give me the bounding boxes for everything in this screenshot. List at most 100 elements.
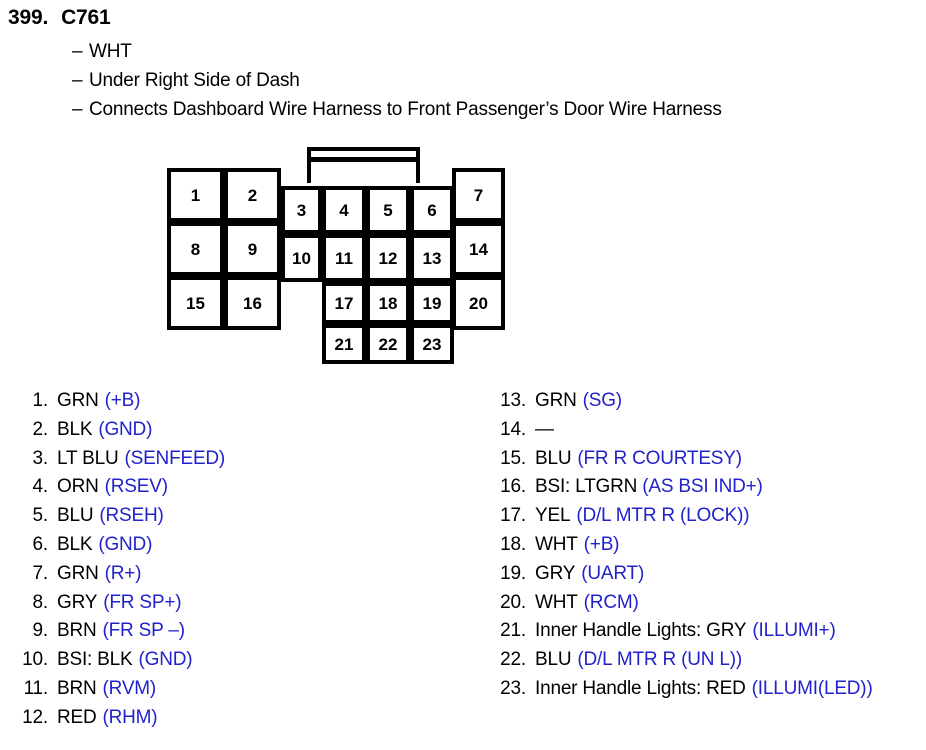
pin-list-item: 17. YEL(D/L MTR R (LOCK)) bbox=[492, 505, 922, 534]
pin-list-left-column: 1.GRN(+B)2.BLK(GND)3.LT BLU(SENFEED)4.OR… bbox=[14, 390, 474, 736]
pin-list-item-signal: (+B) bbox=[583, 533, 620, 555]
connector-pin-4[interactable]: 4 bbox=[322, 186, 366, 234]
pin-list-item: 20.WHT(RCM) bbox=[492, 592, 922, 621]
header-bullet-text: Connects Dashboard Wire Harness to Front… bbox=[89, 99, 722, 120]
pin-list-item-wire-color: BLU bbox=[535, 649, 572, 671]
pin-list-item: 1. GRN(+B) bbox=[14, 390, 474, 419]
pin-list-item-signal: (RCM) bbox=[583, 591, 639, 613]
connector-pin-19[interactable]: 19 bbox=[410, 282, 454, 324]
pin-list-item-number: 2. bbox=[32, 418, 49, 440]
pin-list-item-wire-color: Inner Handle Lights: GRY bbox=[535, 620, 747, 642]
pin-list-item-wire-color: BLU bbox=[57, 505, 94, 527]
pin-list-item-number: 9. bbox=[32, 620, 49, 642]
pin-list-item: 21.Inner Handle Lights: GRY(ILLUMI+) bbox=[492, 620, 922, 649]
pin-list-item-wire-color: GRN bbox=[535, 390, 577, 411]
connector-pin-10[interactable]: 10 bbox=[281, 234, 322, 282]
pin-list-item-wire-color: GRY bbox=[535, 562, 576, 584]
bullet-dash-icon: – bbox=[72, 41, 83, 62]
pin-list-item-signal: (RHM) bbox=[102, 706, 158, 728]
pin-list-item-wire-color: LT BLU bbox=[57, 447, 119, 469]
pin-list-item-number: 14. bbox=[500, 418, 526, 440]
pin-list-item-signal: (SG) bbox=[582, 390, 623, 411]
connector-pin-15[interactable]: 15 bbox=[167, 276, 224, 330]
connector-pin-6[interactable]: 6 bbox=[410, 186, 454, 234]
pin-list-item-wire-color: GRY bbox=[57, 591, 98, 613]
pin-list-item-wire-color: YEL bbox=[535, 505, 571, 527]
pin-list-item-signal: (RVM) bbox=[102, 677, 157, 699]
pin-list-item: 11. BRN(RVM) bbox=[14, 678, 474, 707]
pin-list-item-wire-color: WHT bbox=[535, 533, 578, 555]
pin-list-item: 15.BLU(FR R COURTESY) bbox=[492, 448, 922, 477]
pin-list-item-number: 17. bbox=[500, 505, 526, 527]
pin-list-item-number: 12. bbox=[22, 706, 48, 728]
bullet-dash-icon: – bbox=[72, 99, 83, 120]
pin-list-item-signal: (FR SP –) bbox=[102, 620, 186, 642]
pin-list-item-wire-color: GRN bbox=[57, 390, 99, 411]
header-bullet-connects: –Connects Dashboard Wire Harness to Fron… bbox=[72, 99, 722, 121]
pin-list-item: 10.BSI: BLK(GND) bbox=[14, 649, 474, 678]
pin-list-item: 16. BSI: LTGRN (AS BSI IND+) bbox=[492, 476, 922, 505]
pin-list-item: 22. BLU(D/L MTR R (UN L)) bbox=[492, 649, 922, 678]
pin-list-item-signal: (GND) bbox=[138, 649, 193, 671]
pin-list-item-number: 5. bbox=[32, 505, 49, 527]
pin-list-item-wire-color: RED bbox=[57, 706, 97, 728]
pin-list-item-signal: (D/L MTR R (UN L)) bbox=[577, 649, 742, 671]
bullet-dash-icon: – bbox=[72, 70, 83, 91]
pin-list-item-number: 16. bbox=[500, 476, 526, 498]
pin-list-item-signal: (FR R COURTESY) bbox=[577, 447, 742, 469]
pin-list-item-wire-color: BRN bbox=[57, 677, 97, 699]
pin-list-item-signal: (GND) bbox=[98, 418, 153, 440]
pin-list-item: 12. RED(RHM) bbox=[14, 707, 474, 736]
pin-list-item-wire-color: Inner Handle Lights: RED bbox=[535, 677, 746, 699]
connector-locking-tab-icon bbox=[307, 147, 420, 183]
connector-pin-16[interactable]: 16 bbox=[224, 276, 281, 330]
pin-list-item: 8. GRY(FR SP+) bbox=[14, 592, 474, 621]
pin-list-item-signal: (+B) bbox=[104, 390, 141, 411]
connector-pin-18[interactable]: 18 bbox=[366, 282, 410, 324]
connector-pin-9[interactable]: 9 bbox=[224, 222, 281, 276]
pin-list-item-signal: (UART) bbox=[581, 562, 645, 584]
pin-list-item-number: 10. bbox=[22, 649, 48, 671]
connector-number: 399. bbox=[8, 6, 49, 29]
pin-list-item-wire-color: GRN bbox=[57, 562, 99, 584]
pin-list-item-signal: (D/L MTR R (LOCK)) bbox=[576, 505, 750, 527]
pin-list-item-wire-color: BSI: LTGRN bbox=[535, 476, 638, 498]
pin-list-item-signal: (SENFEED) bbox=[124, 447, 226, 469]
connector-id: C761 bbox=[61, 6, 111, 29]
connector-pin-8[interactable]: 8 bbox=[167, 222, 224, 276]
connector-pin-2[interactable]: 2 bbox=[224, 168, 281, 222]
connector-pin-11[interactable]: 11 bbox=[322, 234, 366, 282]
pin-list-item-signal: (ILLUMI(LED)) bbox=[751, 677, 873, 699]
pin-list-item-signal: (FR SP+) bbox=[103, 591, 182, 613]
pin-list-item-number: 22. bbox=[500, 649, 526, 671]
connector-pin-1[interactable]: 1 bbox=[167, 168, 224, 222]
pin-list-item-number: 11. bbox=[23, 677, 49, 699]
pin-list-right-column: 13.GRN(SG)14.—15.BLU(FR R COURTESY)16.BS… bbox=[492, 390, 922, 707]
connector-pin-23[interactable]: 23 bbox=[410, 324, 454, 364]
pin-list-item-wire-color: WHT bbox=[535, 591, 578, 613]
connector-pin-12[interactable]: 12 bbox=[366, 234, 410, 282]
pin-list-item-number: 1. bbox=[32, 390, 49, 411]
connector-pin-22[interactable]: 22 bbox=[366, 324, 410, 364]
connector-pin-3[interactable]: 3 bbox=[281, 186, 322, 234]
header-bullet-text: Under Right Side of Dash bbox=[89, 70, 300, 91]
connector-pin-5[interactable]: 5 bbox=[366, 186, 410, 234]
pin-list-item-wire-color: ORN bbox=[57, 476, 99, 498]
connector-pin-13[interactable]: 13 bbox=[410, 234, 454, 282]
pin-list-item-signal: (R+) bbox=[104, 562, 142, 584]
connector-pin-7[interactable]: 7 bbox=[452, 168, 505, 222]
pin-list-item-number: 23. bbox=[500, 677, 526, 699]
pin-list-item: 9. BRN(FR SP –) bbox=[14, 620, 474, 649]
pin-list-item-wire-color: BRN bbox=[57, 620, 97, 642]
connector-pin-21[interactable]: 21 bbox=[322, 324, 366, 364]
connector-pin-14[interactable]: 14 bbox=[452, 222, 505, 276]
pin-list-item-signal: (AS BSI IND+) bbox=[637, 476, 763, 498]
pin-list-item-number: 7. bbox=[32, 562, 49, 584]
connector-pin-20[interactable]: 20 bbox=[452, 276, 505, 330]
pin-list-item-number: 8. bbox=[32, 591, 49, 613]
connector-pin-17[interactable]: 17 bbox=[322, 282, 366, 324]
pin-list-item-number: 19. bbox=[500, 562, 526, 584]
pin-list-item-wire-color: BLU bbox=[535, 447, 572, 469]
pin-list-item: 2.BLK(GND) bbox=[14, 419, 474, 448]
